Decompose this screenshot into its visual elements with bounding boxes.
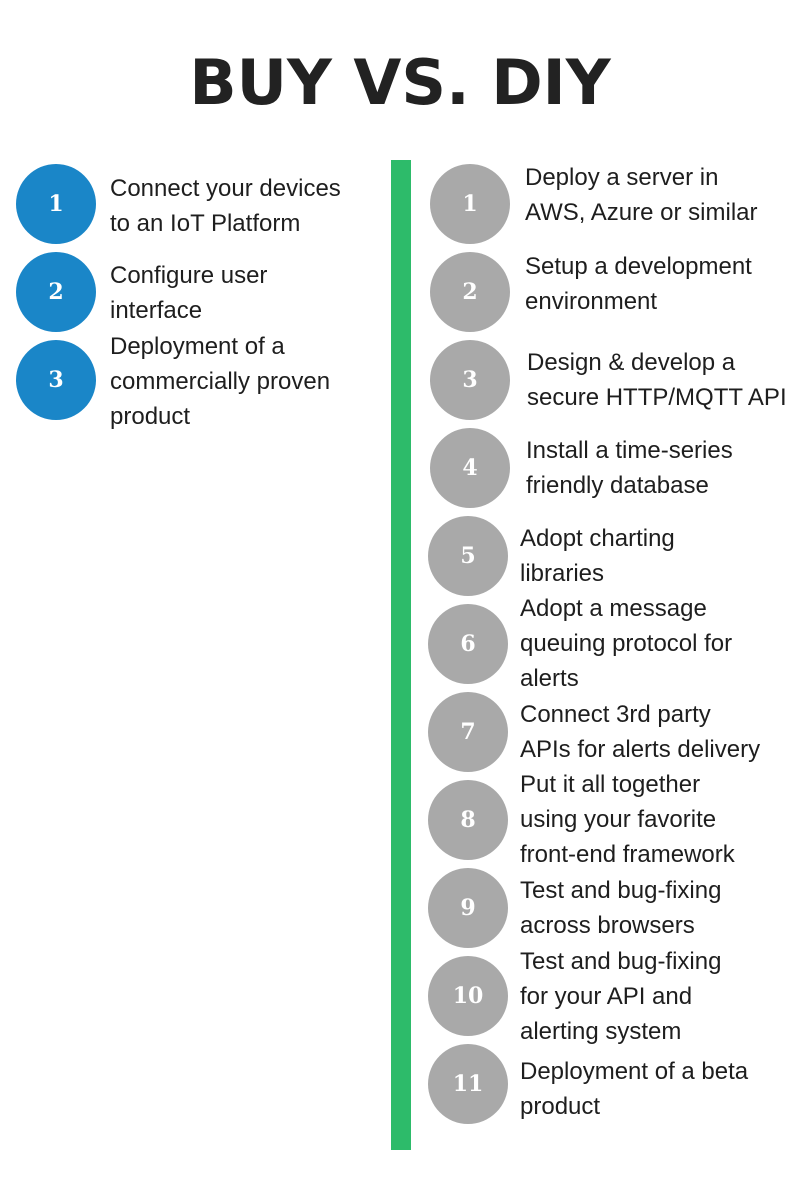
step-description-line: queuing protocol for bbox=[520, 630, 733, 657]
step-number-badge: 10 bbox=[428, 956, 508, 1036]
step-description: Deployment of a beta product bbox=[520, 1054, 748, 1124]
step-number-badge: 1 bbox=[430, 164, 510, 244]
step-description: Deployment of a commercially proven produc… bbox=[110, 329, 330, 434]
step-description-line: Put it all together bbox=[520, 771, 701, 798]
page-title: BUY VS. DIY bbox=[189, 46, 611, 119]
step-description-line: environment bbox=[525, 288, 658, 315]
step-description: Install a time-series friendly database bbox=[526, 433, 733, 503]
step-description-line: interface bbox=[110, 297, 203, 324]
step-description-line: Design & develop a bbox=[527, 349, 736, 376]
step-number-badge: 1 bbox=[16, 164, 96, 244]
step-description: Connect your devices to an IoT Platform bbox=[110, 171, 341, 241]
step-description-line: Deployment of a bbox=[110, 333, 285, 360]
step-description-line: for your API and bbox=[520, 983, 693, 1010]
step-description-line: alerting system bbox=[520, 1018, 682, 1045]
step-number-badge: 3 bbox=[430, 340, 510, 420]
step-description: Adopt a message queuing protocol for alert… bbox=[520, 591, 732, 696]
step-description-line: across browsers bbox=[520, 912, 695, 939]
step-number-badge: 2 bbox=[430, 252, 510, 332]
step-description-line: Install a time-series bbox=[526, 437, 733, 464]
step-description: Configure user interface bbox=[110, 258, 267, 328]
step-description-line: Adopt a message bbox=[520, 595, 707, 622]
step-description-line: secure HTTP/MQTT API bbox=[527, 384, 787, 411]
step-description-line: alerts bbox=[520, 665, 579, 692]
step-description: Deploy a server in AWS, Azure or similar bbox=[525, 160, 758, 230]
step-description-line: libraries bbox=[520, 560, 605, 587]
step-description: Test and bug-fixing for your API and alert… bbox=[520, 944, 721, 1049]
step-description: Setup a development environment bbox=[525, 249, 752, 319]
step-number-badge: 7 bbox=[428, 692, 508, 772]
step-description-line: product bbox=[110, 403, 191, 430]
step-description-line: Setup a development bbox=[525, 253, 752, 280]
step-description-line: Adopt charting bbox=[520, 525, 675, 552]
step-number-badge: 3 bbox=[16, 340, 96, 420]
step-description-line: Test and bug-fixing bbox=[520, 877, 722, 904]
step-number-badge: 4 bbox=[430, 428, 510, 508]
step-number-badge: 2 bbox=[16, 252, 96, 332]
step-description-line: commercially proven bbox=[110, 368, 331, 395]
step-description-line: product bbox=[520, 1093, 601, 1120]
step-description-line: Connect your devices bbox=[110, 175, 341, 202]
step-description-line: Deploy a server in bbox=[525, 164, 719, 191]
step-description: Put it all together using your favorite fr… bbox=[520, 767, 735, 872]
step-description-line: Connect 3rd party bbox=[520, 701, 711, 728]
step-number-badge: 8 bbox=[428, 780, 508, 860]
step-description-line: Configure user bbox=[110, 262, 268, 289]
step-description: Design & develop a secure HTTP/MQTT API bbox=[527, 345, 787, 415]
step-number-badge: 9 bbox=[428, 868, 508, 948]
step-description-line: AWS, Azure or similar bbox=[525, 199, 758, 226]
step-number-badge: 5 bbox=[428, 516, 508, 596]
step-number-badge: 11 bbox=[428, 1044, 508, 1124]
step-number-badge: 6 bbox=[428, 604, 508, 684]
step-description-line: using your favorite bbox=[520, 806, 717, 833]
step-description-line: Deployment of a beta bbox=[520, 1058, 749, 1085]
step-description-line: friendly database bbox=[526, 472, 709, 499]
step-description: Adopt charting libraries bbox=[520, 521, 675, 591]
column-divider bbox=[391, 160, 411, 1150]
step-description-line: to an IoT Platform bbox=[110, 210, 301, 237]
step-description-line: APIs for alerts delivery bbox=[520, 736, 761, 763]
step-description-line: front-end framework bbox=[520, 841, 735, 868]
step-description: Test and bug-fixing across browsers bbox=[520, 873, 721, 943]
step-description-line: Test and bug-fixing bbox=[520, 948, 722, 975]
